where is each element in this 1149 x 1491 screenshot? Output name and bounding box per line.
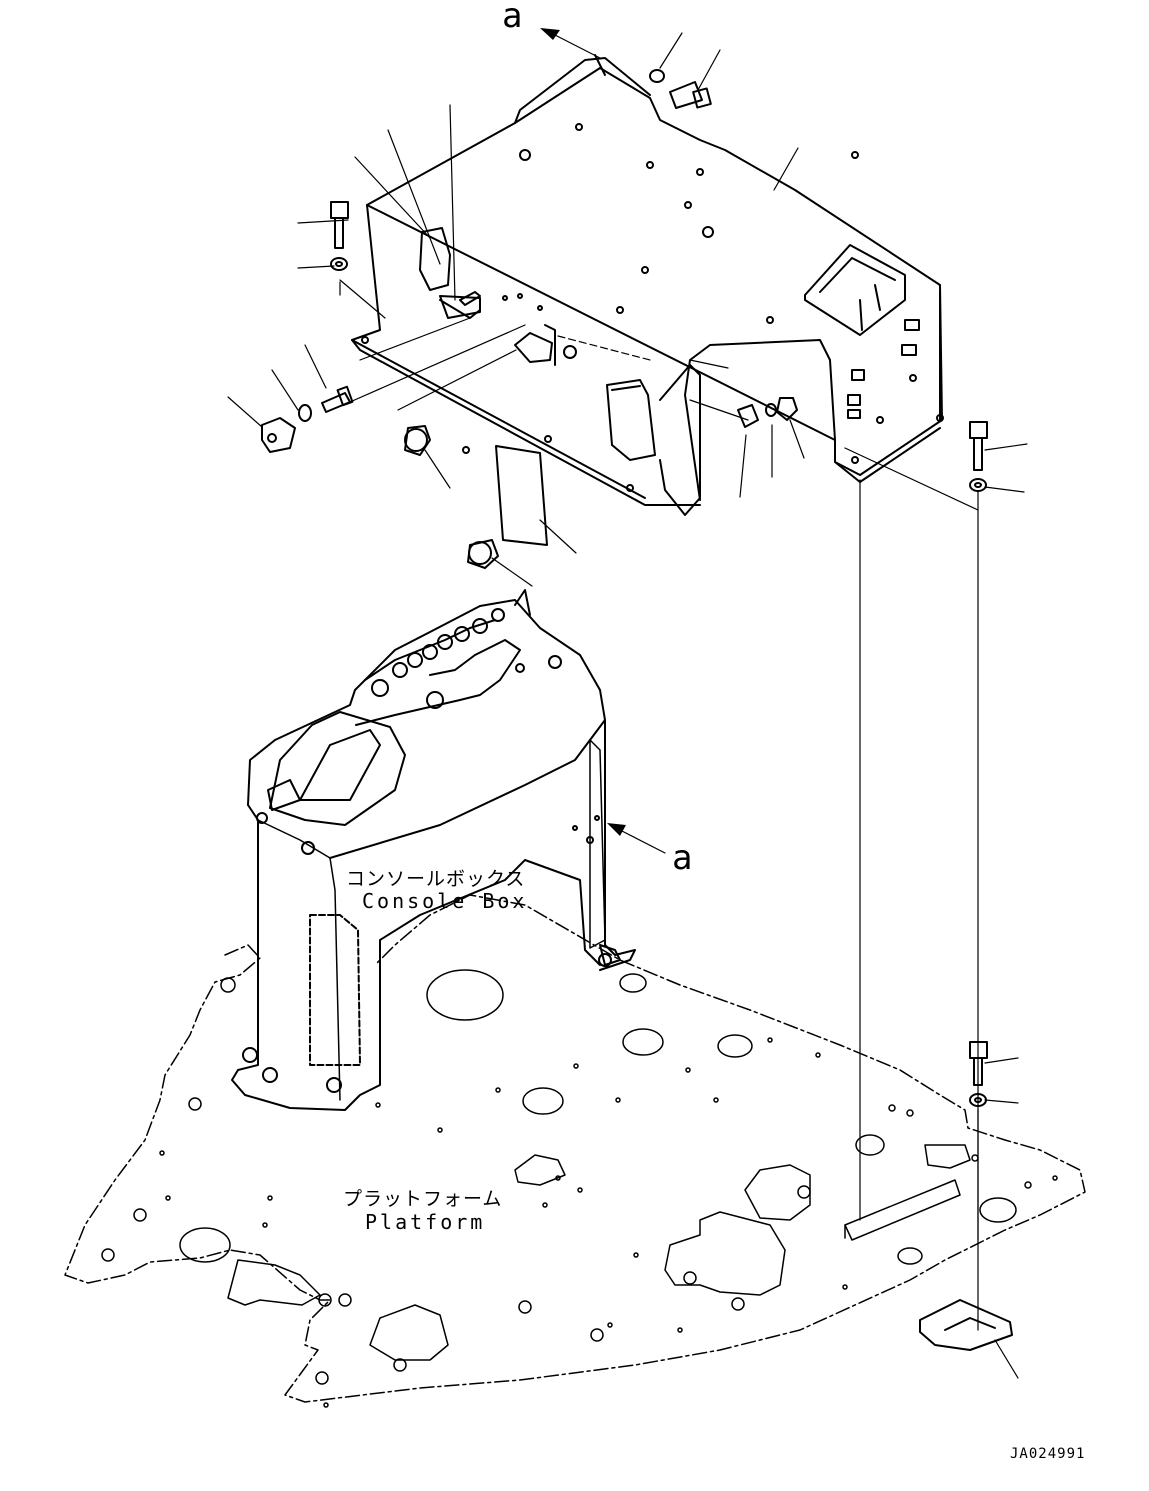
view-arrow-label-top: a bbox=[502, 0, 523, 36]
console-box bbox=[231, 589, 636, 1111]
view-arrow-head-top bbox=[540, 28, 560, 40]
platform-label-jp: プラットフォーム bbox=[343, 1188, 503, 1210]
console-cover-bracket bbox=[261, 54, 988, 569]
floor-fastener-set bbox=[919, 1041, 1013, 1351]
console-box-label-jp: コンソールボックス bbox=[346, 868, 526, 890]
view-arrow-label-side: a bbox=[672, 838, 693, 878]
leader-lines bbox=[227, 32, 1028, 1379]
console-box-label-en: Console Box bbox=[362, 889, 528, 913]
view-arrow-head-side bbox=[607, 823, 626, 836]
platform-label-en: Platform bbox=[365, 1210, 486, 1234]
platform bbox=[64, 894, 1086, 1408]
drawing-number: JA024991 bbox=[1010, 1446, 1086, 1462]
